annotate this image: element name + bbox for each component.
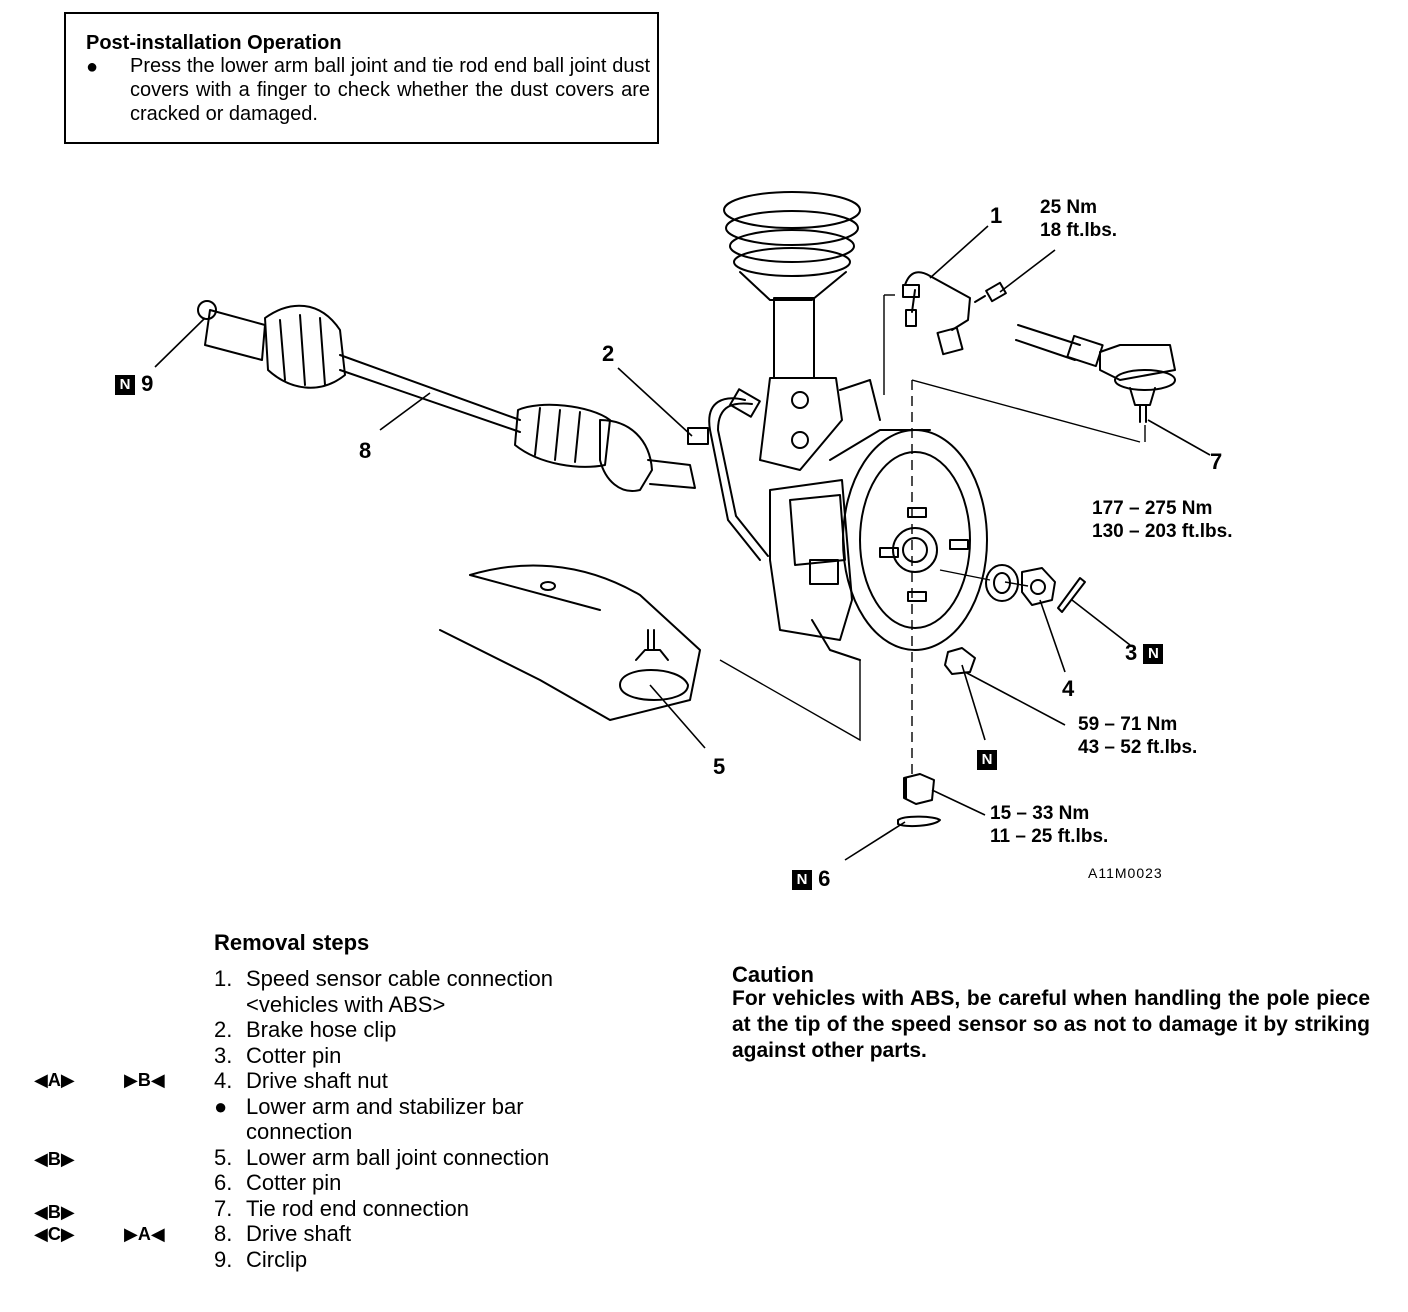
- callout-4: 4: [1062, 676, 1075, 701]
- tie-rod-end-drawing: [1015, 324, 1176, 423]
- lower-arm-drawing: [439, 564, 701, 721]
- strut-drawing: [759, 297, 881, 471]
- torque-nm: 177 – 275 Nm: [1092, 498, 1213, 519]
- step-text: Lower arm ball joint connection: [246, 1144, 550, 1170]
- marker-step8-right: ▶A◀: [124, 1224, 165, 1244]
- exploded-diagram: [154, 191, 1211, 861]
- step-text: Lower arm and stabilizer bar: [246, 1093, 524, 1119]
- torque-ftlbs: 11 – 25 ft.lbs.: [990, 826, 1109, 847]
- step-text: Brake hose clip: [246, 1017, 397, 1042]
- removal-step: 9. Circlip: [214, 1247, 553, 1273]
- speed-sensor-drawing: [902, 271, 971, 356]
- torque-ftlbs: 18 ft.lbs.: [1040, 220, 1118, 241]
- callout-6: N 6: [792, 866, 830, 892]
- removal-step: 5. Lower arm ball joint connection: [214, 1145, 553, 1171]
- marker-step5: ◀B▶: [34, 1149, 75, 1169]
- step-number: 2.: [214, 1017, 233, 1042]
- assembly-guide-lines: [719, 294, 1146, 778]
- removal-step: 1. Speed sensor cable connection: [214, 966, 553, 992]
- caution-title: Caution: [732, 962, 814, 987]
- callout-2: 2: [602, 341, 615, 366]
- marker-step4-left: ◀A▶: [34, 1070, 75, 1090]
- step-text: Drive shaft: [246, 1221, 352, 1246]
- drive-shaft-drawing: [197, 300, 696, 492]
- brake-caliper-drawing: [769, 479, 861, 661]
- removal-step: ● Lower arm and stabilizer bar: [214, 1094, 553, 1120]
- callout-9-number: 9: [141, 371, 154, 396]
- step-text: Cotter pin: [246, 1042, 342, 1068]
- step-number: 8.: [214, 1221, 233, 1246]
- removal-steps-title: Removal steps: [214, 930, 370, 955]
- step-number: 9.: [214, 1246, 233, 1272]
- step-number: 4.: [214, 1068, 233, 1093]
- callout-9: N 9: [115, 371, 153, 397]
- callout-3-number: 3: [1125, 640, 1138, 665]
- bullet-icon: ●: [86, 56, 99, 78]
- n-badge-icon: N: [115, 375, 135, 396]
- knuckle-nut-drawing: [944, 647, 976, 675]
- callout-n-nut: N: [977, 746, 997, 772]
- leader-lines: [154, 225, 1211, 861]
- torque-nm: 59 – 71 Nm: [1078, 714, 1178, 735]
- brake-hose-drawing: [687, 388, 769, 561]
- figure-code: A11M0023: [1088, 865, 1163, 881]
- callout-1: 1: [990, 203, 1003, 228]
- removal-step: <vehicles with ABS>: [214, 992, 553, 1018]
- callout-7: 7: [1210, 449, 1223, 474]
- callout-3: 3 N: [1125, 640, 1164, 666]
- caution-text: For vehicles with ABS, be careful when h…: [732, 987, 1370, 1062]
- post-installation-text: Press the lower arm ball joint and tie r…: [130, 55, 650, 125]
- step-number: ●: [214, 1093, 228, 1119]
- callout-6-number: 6: [818, 866, 831, 891]
- step-text: Tie rod end connection: [246, 1195, 469, 1221]
- coil-spring-drawing: [723, 191, 861, 301]
- step-number: 3.: [214, 1042, 233, 1068]
- callout-5: 5: [713, 754, 726, 779]
- marker-step4-right: ▶B◀: [124, 1070, 165, 1090]
- n-badge-icon: N: [792, 870, 812, 891]
- step-text: Circlip: [246, 1246, 308, 1272]
- torque-nm: 15 – 33 Nm: [990, 803, 1090, 824]
- torque-spec-ball-joint-nut: 15 – 33 Nm 11 – 25 ft.lbs.: [990, 802, 1108, 848]
- step-text: connection: [246, 1119, 353, 1144]
- removal-steps-list: 1. Speed sensor cable connection<vehicles…: [214, 966, 553, 1272]
- torque-nm: 25 Nm: [1040, 197, 1098, 218]
- step-text: Cotter pin: [246, 1170, 342, 1195]
- removal-step: 3. Cotter pin: [214, 1043, 553, 1069]
- step-text: <vehicles with ABS>: [246, 991, 446, 1017]
- torque-spec-knuckle-nut: 59 – 71 Nm 43 – 52 ft.lbs.: [1078, 713, 1197, 759]
- torque-spec-drive-shaft-nut: 177 – 275 Nm 130 – 203 ft.lbs.: [1092, 497, 1232, 543]
- torque-ftlbs: 130 – 203 ft.lbs.: [1092, 521, 1233, 542]
- removal-step: 2. Brake hose clip: [214, 1017, 553, 1043]
- step-number: 1.: [214, 966, 233, 991]
- step-number: 5.: [214, 1144, 233, 1170]
- step-text: Drive shaft nut: [246, 1068, 388, 1093]
- marker-step8-left: ◀C▶: [34, 1224, 75, 1244]
- hub-nut-washer-drawing: [985, 564, 1086, 613]
- post-installation-box: Post-installation Operation ● Press the …: [64, 12, 659, 144]
- brake-disc-drawing: [829, 429, 988, 651]
- post-installation-title: Post-installation Operation: [86, 32, 342, 54]
- step-number: 6.: [214, 1170, 233, 1195]
- removal-step: connection: [214, 1119, 553, 1145]
- callout-8: 8: [359, 438, 372, 463]
- removal-step: 7. Tie rod end connection: [214, 1196, 553, 1222]
- step-number: 7.: [214, 1195, 233, 1221]
- torque-spec-sensor-bolt: 25 Nm 18 ft.lbs.: [1040, 196, 1117, 242]
- ball-joint-nut-drawing: [903, 773, 935, 805]
- torque-ftlbs: 43 – 52 ft.lbs.: [1078, 737, 1198, 758]
- removal-step: 4. Drive shaft nut: [214, 1068, 553, 1094]
- removal-step: 8. Drive shaft: [214, 1221, 553, 1247]
- n-badge-icon: N: [977, 750, 997, 771]
- step-text: Speed sensor cable connection: [246, 966, 553, 991]
- removal-step: 6. Cotter pin: [214, 1170, 553, 1196]
- sensor-bolt-drawing: [974, 281, 1007, 303]
- cotter-pin-drawing: [897, 815, 941, 828]
- n-badge-icon: N: [1143, 644, 1164, 665]
- marker-step7: ◀B▶: [34, 1202, 75, 1222]
